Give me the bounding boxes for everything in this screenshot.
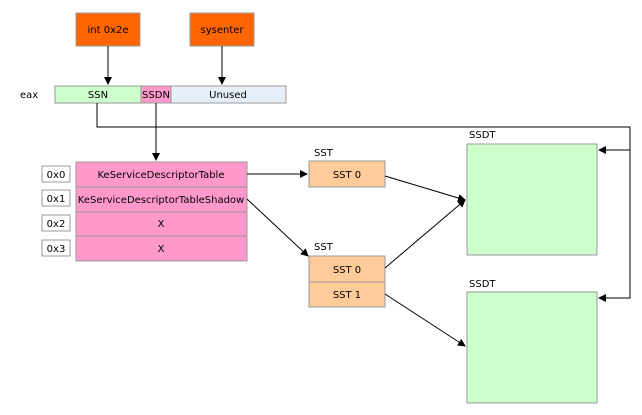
eax-register: SSN SSDN Unused xyxy=(54,85,287,104)
ssdt-bottom xyxy=(466,291,598,404)
sst-bottom-row-0: SST 0 xyxy=(333,265,361,276)
ssdt-bottom-title: SSDT xyxy=(469,279,496,290)
table1-to-sst-bottom-arrow xyxy=(246,198,309,257)
sysenter-node: sysenter xyxy=(189,12,255,47)
table-entry-2: X xyxy=(158,219,165,230)
descriptor-index-column: 0x0 0x1 0x2 0x3 xyxy=(41,165,71,257)
sst-bottom1-to-ssdt-bottom-arrow xyxy=(384,293,466,347)
sst-top: SST 0 xyxy=(308,160,386,188)
int-0x2e-label: int 0x2e xyxy=(87,25,128,36)
ssdt-top xyxy=(466,143,598,256)
sst-bottom-row-1: SST 1 xyxy=(333,290,361,301)
table-entry-0: KeServiceDescriptorTable xyxy=(98,170,225,181)
unused-field xyxy=(170,85,287,104)
sst-bottom-title: SST xyxy=(314,242,334,253)
sst-top-title: SST xyxy=(314,148,334,159)
sst-bottom: SST 0 SST 1 xyxy=(308,255,386,308)
ssn-label: SSN xyxy=(88,90,108,101)
ssdn-label: SSDN xyxy=(142,90,170,101)
ssn-to-ssdt-bottom-arrow xyxy=(96,103,631,302)
sst-top-row-0: SST 0 xyxy=(333,170,361,181)
sst-bottom0-to-ssdt-top-arrow xyxy=(384,199,466,269)
eax-label: eax xyxy=(20,90,38,101)
index-2: 0x2 xyxy=(47,219,66,230)
sst-top-to-ssdt-top-arrow xyxy=(384,175,466,202)
index-1: 0x1 xyxy=(47,194,66,205)
unused-label: Unused xyxy=(209,90,247,101)
table-entry-1: KeServiceDescriptorTableShadow xyxy=(78,195,244,206)
index-0: 0x0 xyxy=(47,170,66,181)
ssdt-top-title: SSDT xyxy=(469,130,496,141)
connectors xyxy=(96,46,631,347)
sysenter-label: sysenter xyxy=(200,25,244,36)
service-descriptor-table: KeServiceDescriptorTable KeServiceDescri… xyxy=(75,161,248,262)
table-entry-3: X xyxy=(158,244,165,255)
int-0x2e-node: int 0x2e xyxy=(75,12,141,47)
index-3: 0x3 xyxy=(47,244,66,255)
